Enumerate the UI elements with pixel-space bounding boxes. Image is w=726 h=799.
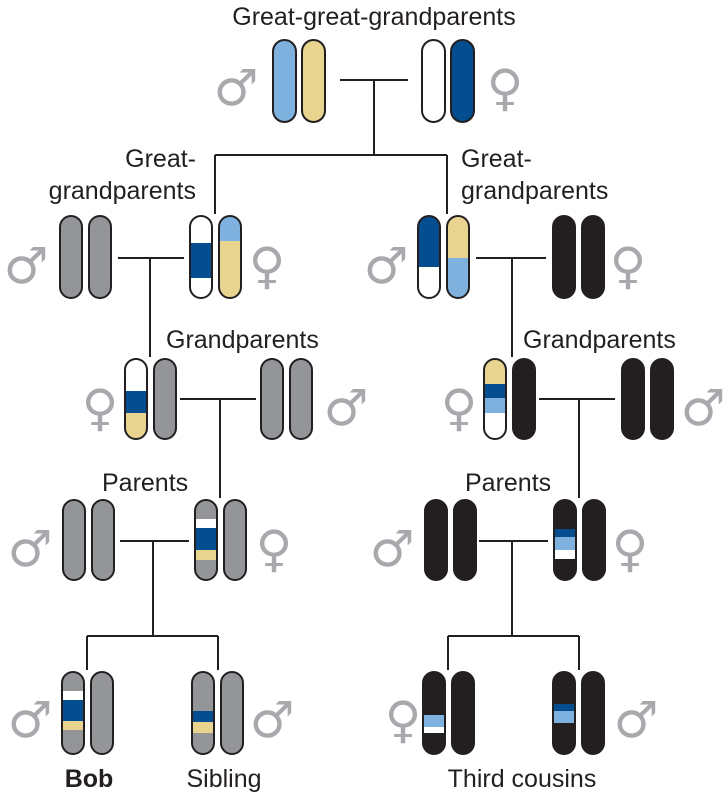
female-symbol-icon: ♀ [82, 379, 119, 437]
chromosome [91, 499, 115, 581]
chromosome [223, 499, 247, 581]
male-symbol-icon: ♂ [370, 520, 415, 578]
chromosome [301, 39, 326, 123]
bob-label: Bob [65, 765, 114, 793]
male-symbol-icon: ♂ [8, 691, 53, 749]
par-left-female [194, 499, 247, 581]
chromosome [553, 499, 577, 581]
chromosome [218, 215, 242, 299]
ggp-left-female [189, 215, 242, 299]
chromosome [581, 671, 605, 755]
male-symbol-icon: ♂ [364, 237, 409, 295]
chromosome [512, 358, 536, 440]
female-symbol-icon: ♀ [612, 520, 649, 578]
chromosome [189, 215, 213, 299]
chromosome [422, 671, 446, 755]
male-symbol-icon: ♂ [214, 59, 259, 117]
male-symbol-icon: ♂ [4, 237, 49, 295]
bob [61, 671, 114, 755]
gp-right-label: Grandparents [523, 326, 676, 354]
ggp-right-label-line2: grandparents [461, 177, 608, 205]
chromosome [191, 671, 215, 755]
chromosome [483, 358, 507, 440]
sibling [191, 671, 244, 755]
par-right-male [424, 499, 477, 581]
male-symbol-icon: ♂ [8, 520, 53, 578]
female-symbol-icon: ♀ [385, 691, 422, 749]
chromosome [124, 358, 148, 440]
chromosome [424, 499, 448, 581]
chromosome [417, 215, 441, 299]
chromosome [552, 671, 576, 755]
male-symbol-icon: ♂ [250, 691, 295, 749]
ggp-right-female [552, 215, 605, 299]
chromosome [272, 39, 297, 123]
title-label: Great-great-grandparents [232, 3, 515, 31]
female-symbol-icon: ♀ [441, 379, 478, 437]
chromosome [582, 499, 606, 581]
female-symbol-icon: ♀ [256, 520, 293, 578]
ggp-left-label-line2: grandparents [49, 177, 196, 205]
gggp-female [421, 39, 475, 123]
female-symbol-icon: ♀ [487, 59, 524, 117]
par-left-male [62, 499, 115, 581]
chromosome [451, 671, 475, 755]
gggp-male [272, 39, 326, 123]
chromosome [552, 215, 576, 299]
chromosome [260, 358, 284, 440]
cousin-female [422, 671, 475, 755]
female-symbol-icon: ♀ [610, 237, 647, 295]
ggp-right-label-line1: Great- [461, 145, 532, 173]
chromosome [289, 358, 313, 440]
male-symbol-icon: ♂ [614, 691, 659, 749]
chromosome [450, 39, 475, 123]
ggp-left-male [59, 215, 112, 299]
gp-left-female [124, 358, 177, 440]
chromosome [581, 215, 605, 299]
gp-right-male [621, 358, 674, 440]
gp-left-male [260, 358, 313, 440]
ggp-left-label-line1: Great- [125, 145, 196, 173]
third-cousins-label: Third cousins [448, 765, 597, 793]
ggp-right-male [417, 215, 470, 299]
chromosome [59, 215, 83, 299]
parents-right-label: Parents [465, 469, 551, 497]
chromosome [453, 499, 477, 581]
chromosome [153, 358, 177, 440]
male-symbol-icon: ♂ [681, 379, 726, 437]
female-symbol-icon: ♀ [249, 237, 286, 295]
chromosome [88, 215, 112, 299]
chromosome [62, 499, 86, 581]
connector-lines [86, 79, 615, 670]
gp-right-female [483, 358, 536, 440]
chromosome [446, 215, 470, 299]
parents-left-label: Parents [102, 469, 188, 497]
gp-left-label: Grandparents [166, 326, 319, 354]
chromosome [194, 499, 218, 581]
chromosome [220, 671, 244, 755]
sibling-label: Sibling [186, 765, 261, 793]
chromosome [621, 358, 645, 440]
chromosome [61, 671, 85, 755]
cousin-male [552, 671, 605, 755]
male-symbol-icon: ♂ [324, 379, 369, 437]
par-right-female [553, 499, 606, 581]
chromosome [421, 39, 446, 123]
chromosome [90, 671, 114, 755]
chromosome [650, 358, 674, 440]
